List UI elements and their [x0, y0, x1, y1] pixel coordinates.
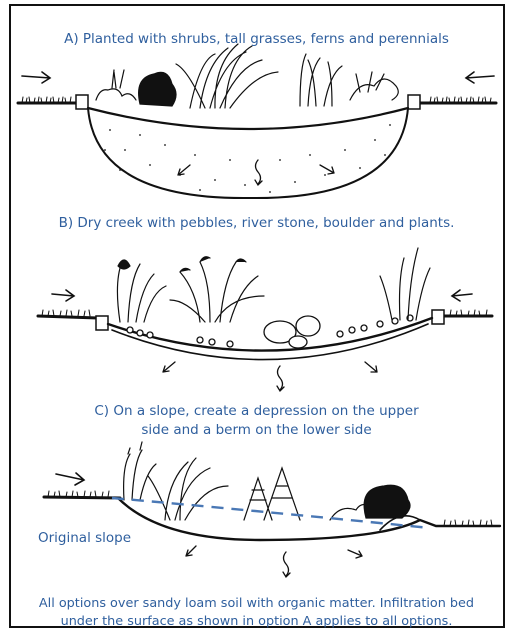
plants-a	[96, 44, 398, 108]
original-slope-label: Original slope	[38, 530, 131, 546]
section-a-diagram	[18, 44, 496, 198]
inflow-arrow-right	[452, 290, 472, 301]
caption-b: B) Dry creek with pebbles, river stone, …	[0, 214, 513, 233]
edge-block-left	[96, 316, 108, 330]
infiltration-bed	[88, 108, 408, 198]
ground-left	[38, 316, 98, 318]
footer-line1: All options over sandy loam soil with or…	[0, 594, 513, 613]
caption-c-line2: side and a berm on the lower side	[0, 421, 513, 440]
inflow-arrow-left	[22, 72, 50, 83]
infiltration-arrows	[186, 546, 362, 577]
inflow-arrow-right	[466, 72, 494, 83]
edge-block-right	[432, 310, 444, 324]
inflow-arrow-left	[52, 290, 74, 301]
infiltration-arrows	[163, 362, 377, 391]
footer-line2: under the surface as shown in option A a…	[0, 612, 513, 631]
section-b-diagram	[38, 248, 492, 391]
caption-a: A) Planted with shrubs, tall grasses, fe…	[0, 30, 513, 49]
stones	[127, 315, 413, 348]
plants-b	[117, 248, 430, 322]
ground-left	[44, 497, 120, 498]
plants-c	[124, 442, 410, 520]
edge-block-left	[76, 95, 88, 109]
inflow-arrow-left	[56, 473, 84, 485]
caption-c-line1: C) On a slope, create a depression on th…	[0, 402, 513, 421]
edge-block-right	[408, 95, 420, 109]
section-c-diagram	[44, 442, 500, 577]
